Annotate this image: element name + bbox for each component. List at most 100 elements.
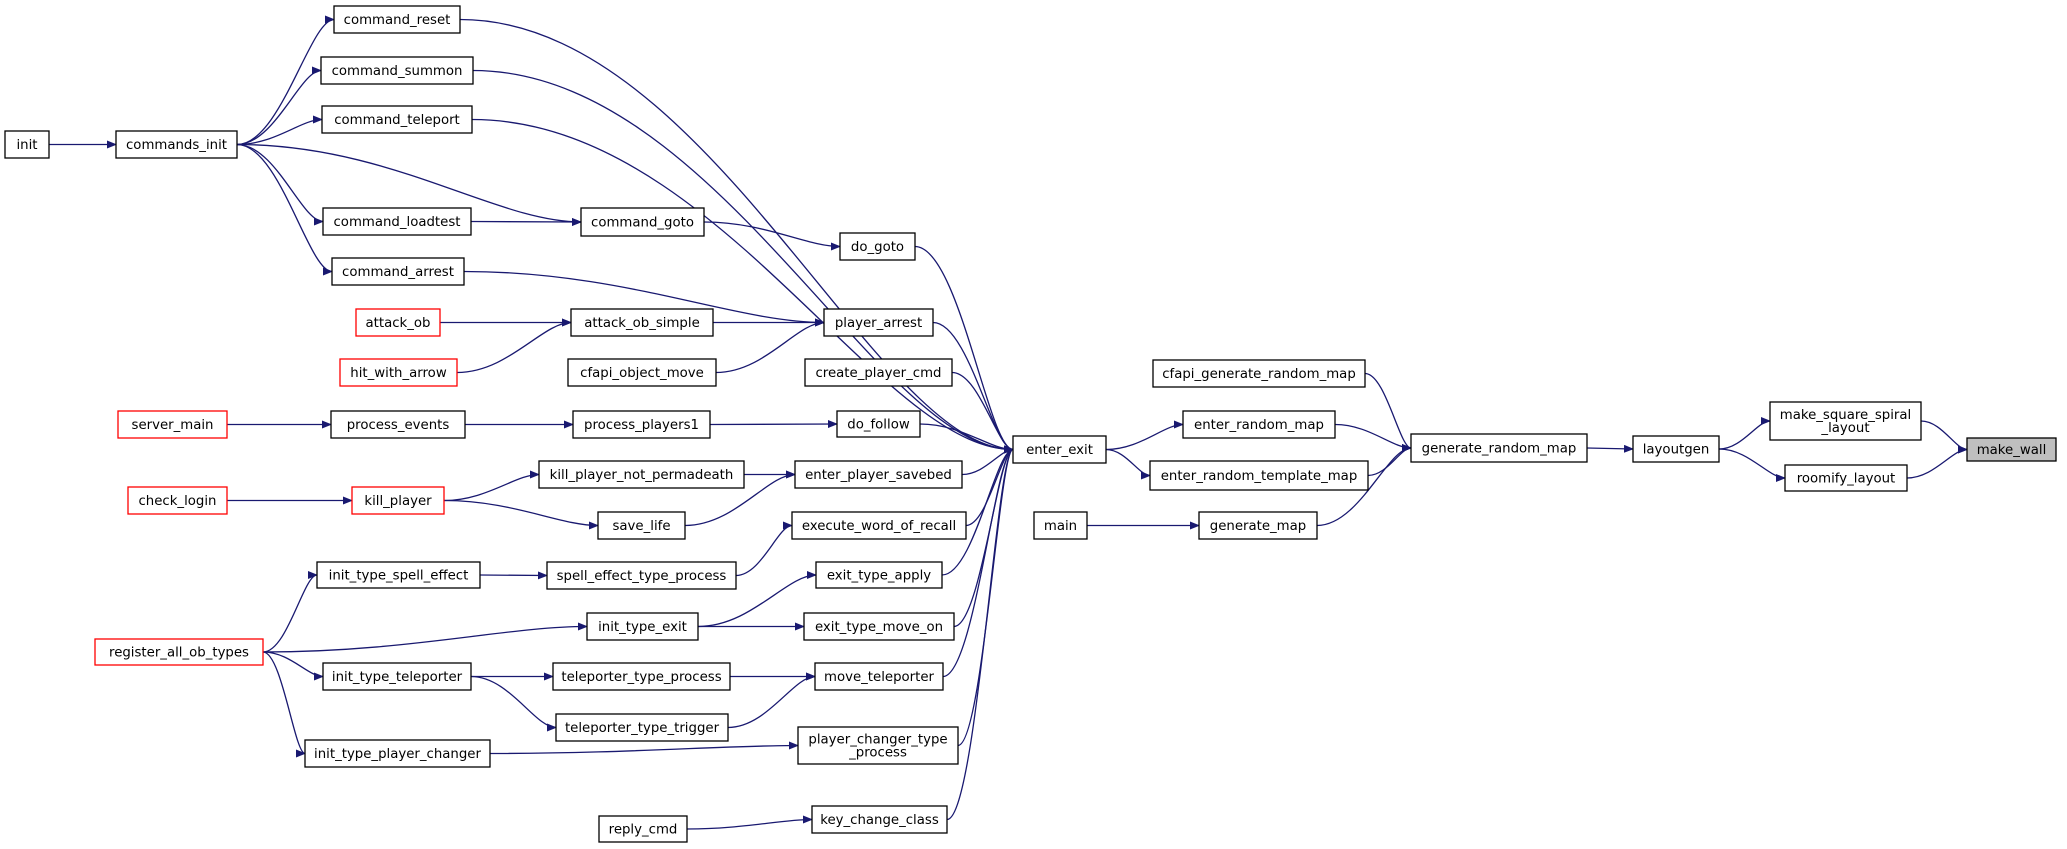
node-label: init_type_teleporter [332, 670, 463, 685]
node-attack-ob-simple[interactable]: attack_ob_simple [570, 308, 714, 337]
node-label: commands_init [126, 138, 227, 153]
nodes-layer: make_wall make_square_spiral_layoutroomif… [4, 5, 2057, 843]
node-create-player-cmd[interactable]: create_player_cmd [804, 358, 953, 387]
node-roomify-layout[interactable]: roomify_layout [1784, 464, 1908, 492]
edge-generate_map-to-generate_random_map [1316, 444, 1412, 527]
node-command-loadtest[interactable]: command_loadtest [322, 207, 472, 236]
node-init-type-spell-effect[interactable]: init_type_spell_effect [316, 561, 481, 589]
node-player-arrest[interactable]: player_arrest [823, 308, 934, 337]
node-layoutgen[interactable]: layoutgen [1632, 435, 1720, 463]
node-label: server_main [132, 418, 214, 433]
node-label: generate_map [1210, 519, 1306, 534]
node-server-main[interactable]: server_main [117, 410, 228, 439]
node-label: _layout [1820, 421, 1869, 436]
edge-hit_with_arrow-to-attack_ob_simple [456, 318, 572, 374]
node-make-wall[interactable]: make_wall [1966, 437, 2057, 462]
node-hit-with-arrow[interactable]: hit_with_arrow [339, 358, 458, 387]
node-label: init_type_player_changer [314, 747, 481, 762]
edge-command_goto-to-do_goto [703, 221, 841, 251]
node-teleporter-type-trigger[interactable]: teleporter_type_trigger [555, 713, 729, 742]
node-command-summon[interactable]: command_summon [320, 56, 474, 85]
node-label: command_reset [344, 13, 451, 28]
node-label: cfapi_generate_random_map [1162, 367, 1356, 382]
node-label: main [1044, 519, 1077, 534]
node-label: init_type_exit [598, 620, 687, 635]
node-player-changer-type-process[interactable]: player_changer_type_process [797, 726, 959, 765]
node-box [567, 358, 717, 387]
node-box [320, 56, 474, 85]
node-key-change-class[interactable]: key_change_class [811, 805, 948, 834]
node-reply-cmd[interactable]: reply_cmd [598, 815, 688, 843]
node-enter-random-template-map[interactable]: enter_random_template_map [1149, 460, 1369, 491]
edge-kill_player-to-kill_player_not_permadeath [443, 470, 540, 502]
node-label: key_change_class [820, 813, 939, 828]
node-enter-random-map[interactable]: enter_random_map [1182, 410, 1336, 439]
node-box [333, 5, 461, 34]
node-process-events[interactable]: process_events [330, 410, 466, 439]
node-init-type-teleporter[interactable]: init_type_teleporter [322, 662, 472, 691]
node-cfapi-object-move[interactable]: cfapi_object_move [567, 358, 717, 387]
node-box [1033, 511, 1088, 540]
edge-layoutgen-to-roomify_layout [1718, 448, 1786, 482]
node-check-login[interactable]: check_login [127, 486, 228, 515]
node-register-all-ob-types[interactable]: register_all_ob_types [94, 638, 264, 666]
edge-commands_init-to-command_goto [236, 143, 582, 226]
node-do-goto[interactable]: do_goto [839, 232, 916, 261]
node-attack-ob[interactable]: attack_ob [355, 308, 441, 337]
edge-register_all_ob_types-to-init_type_teleporter [262, 651, 324, 681]
node-init-type-exit[interactable]: init_type_exit [586, 612, 699, 641]
node-do-follow[interactable]: do_follow [836, 410, 921, 438]
node-box [538, 460, 745, 489]
node-box [321, 105, 473, 134]
node-process-players1[interactable]: process_players1 [572, 410, 711, 439]
node-label: command_goto [591, 216, 694, 231]
node-execute-word-of-recall[interactable]: execute_word_of_recall [791, 511, 967, 540]
node-main[interactable]: main [1033, 511, 1088, 540]
node-label: init [16, 138, 37, 153]
node-enter-player-savebed[interactable]: enter_player_savebed [794, 460, 963, 489]
edge-cfapi_object_move-to-player_arrest [715, 318, 825, 374]
node-commands-init[interactable]: commands_init [115, 130, 238, 159]
edge-commands_init-to-command_reset [236, 15, 335, 146]
edge-enter_random_map-to-generate_random_map [1334, 423, 1412, 452]
node-generate-map[interactable]: generate_map [1198, 511, 1318, 540]
node-label: enter_player_savebed [805, 468, 952, 483]
node-spell-effect-type-process[interactable]: spell_effect_type_process [546, 561, 737, 590]
node-label: spell_effect_type_process [557, 569, 727, 584]
node-label: command_teleport [334, 113, 460, 128]
node-make-square-spiral-layout[interactable]: make_square_spiral_layout [1769, 401, 1922, 441]
node-init[interactable]: init [4, 130, 50, 159]
node-box [351, 486, 445, 515]
edge-roomify_layout-to-make_wall [1906, 445, 1968, 479]
node-box [1152, 359, 1366, 388]
node-box [546, 561, 737, 590]
node-init-type-player-changer[interactable]: init_type_player_changer [304, 739, 491, 768]
node-exit-type-apply[interactable]: exit_type_apply [815, 561, 943, 589]
node-label: do_goto [851, 240, 904, 255]
node-command-reset[interactable]: command_reset [333, 5, 461, 34]
node-command-goto[interactable]: command_goto [580, 207, 705, 237]
node-move-teleporter[interactable]: move_teleporter [814, 662, 944, 691]
node-label: hit_with_arrow [350, 366, 447, 381]
node-kill-player-not-permadeath[interactable]: kill_player_not_permadeath [538, 460, 745, 489]
node-box [823, 308, 934, 337]
node-enter-exit[interactable]: enter_exit [1012, 435, 1107, 464]
node-cfapi-generate-random-map[interactable]: cfapi_generate_random_map [1152, 359, 1366, 388]
node-box [597, 511, 686, 540]
edge-register_all_ob_types-to-init_type_exit [262, 622, 588, 653]
node-box [117, 410, 228, 439]
node-label: attack_ob_simple [584, 316, 700, 331]
node-label: player_changer_type [808, 733, 947, 748]
node-command-teleport[interactable]: command_teleport [321, 105, 473, 134]
node-kill-player[interactable]: kill_player [351, 486, 445, 515]
node-save-life[interactable]: save_life [597, 511, 686, 540]
node-box [1632, 435, 1720, 463]
node-generate-random-map[interactable]: generate_random_map [1410, 433, 1588, 463]
node-label: make_wall [1977, 443, 2047, 458]
node-command-arrest[interactable]: command_arrest [331, 257, 465, 286]
edge-generate_random_map-to-layoutgen [1586, 444, 1634, 453]
node-label: init_type_spell_effect [329, 569, 469, 584]
node-teleporter-type-process[interactable]: teleporter_type_process [552, 662, 731, 691]
node-exit-type-move-on[interactable]: exit_type_move_on [803, 612, 955, 641]
node-box [304, 739, 491, 768]
